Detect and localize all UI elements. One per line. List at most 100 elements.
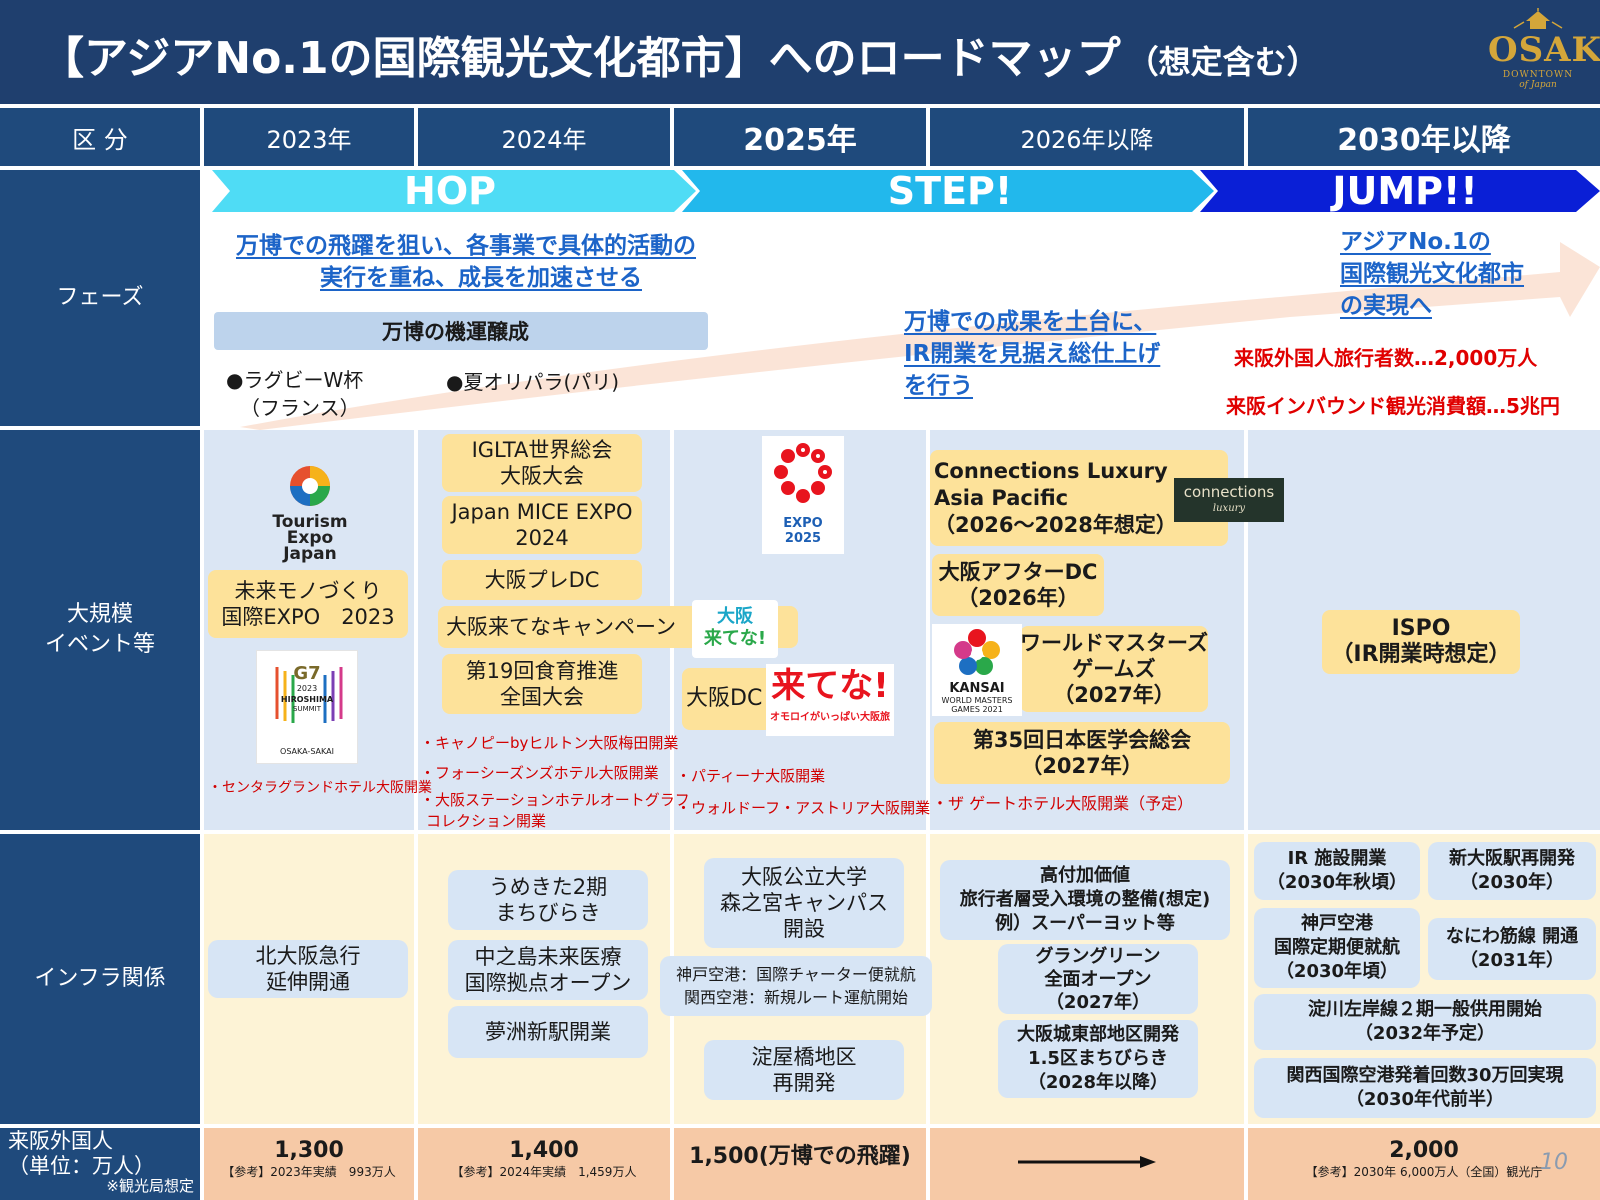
nakanoshima-line1: 中之島未来医療	[474, 945, 622, 969]
nakanoshima-line2: 国際拠点オープン	[464, 971, 632, 995]
osaka-logo: OSAKA DOWNTOWN of Japan	[1488, 8, 1600, 96]
univ-line1: 大阪公立大学	[741, 865, 867, 889]
grand-line2: 全面オープン	[1044, 968, 1152, 990]
event-world-masters: ワールドマスターズ ゲームズ （2027年）	[1020, 626, 1208, 712]
conn-logo-sub: luxury	[1212, 503, 1246, 514]
logo-word: OSAKA	[1488, 30, 1600, 70]
g7-summit: SUMMIT	[293, 705, 321, 713]
kix-line1: 関西国際空港発着回数30万回実現	[1286, 1065, 1564, 1086]
g7-osaka-sakai: OSAKA-SAKAI	[280, 747, 334, 756]
expo-text: EXPO	[783, 516, 823, 531]
step-text-line3: を行う	[904, 373, 973, 399]
visitors-2025-value: 1,500(万博での飛躍)	[689, 1144, 911, 1169]
step-label: STEP!	[887, 169, 1013, 213]
jump-text-line2: 国際観光文化都市	[1340, 261, 1524, 287]
infra-castle-east: 大阪城東部地区開発 1.5区まちびらき （2028年以降）	[998, 1020, 1198, 1098]
header-year-2030: 2030年以降	[1248, 108, 1600, 166]
jump-label: JUMP!!	[1332, 169, 1478, 213]
expo-2025-logo: EXPO 2025	[762, 436, 844, 554]
shokuiku-line1: 第19回食育推進	[465, 659, 619, 683]
infra-naniwasuji: なにわ筋線 開通 （2031年）	[1428, 918, 1596, 980]
title-bar	[0, 0, 1600, 104]
header-year-2023: 2023年	[204, 108, 414, 166]
growth-arrow-icon	[240, 242, 1600, 430]
wmg-line1: ワールドマスターズ	[1020, 631, 1208, 655]
kitena-large-sub: オモロイがいっぱい大阪旅	[770, 712, 890, 723]
visitors-2024-ref: 【参考】2024年実績 1,459万人	[451, 1165, 637, 1179]
infra-nakanoshima: 中之島未来医療 国際拠点オープン	[448, 940, 648, 1000]
kansai-wmg-text: WORLD MASTERS	[941, 696, 1013, 705]
visitors-cell-2024: 1,400 【参考】2024年実績 1,459万人	[418, 1128, 670, 1200]
grand-line3: （2027年）	[1045, 991, 1151, 1013]
row-label-infra: インフラ関係	[0, 834, 200, 1124]
infra-yumeshima: 夢洲新駅開業	[448, 1006, 648, 1058]
rugby-line2: （フランス）	[240, 396, 360, 420]
tourism-expo-japan-logo: Tourism Expo Japan	[258, 462, 362, 564]
rugby-line1: ●ラグビーW杯	[226, 368, 364, 392]
ir-line2: （2030年秋頃）	[1266, 872, 1408, 893]
momentum-bar: 万博の機運醸成	[214, 312, 708, 350]
infra-airports: 神戸空港：国際チャーター便就航 関西空港：新規ルート運航開始	[660, 956, 932, 1016]
kobe-line3: （2030年頃）	[1275, 961, 1399, 982]
kansai-games-text: GAMES 2021	[951, 705, 1003, 714]
g7-text: G7	[293, 663, 321, 684]
event-ispo: ISPO （IR開業時想定）	[1322, 610, 1520, 674]
infra-shin-osaka: 新大阪駅再開発 （2030年）	[1428, 842, 1596, 900]
kobe-line1: 神戸空港	[1301, 913, 1373, 934]
shinosaka-line1: 新大阪駅再開発	[1449, 848, 1575, 869]
yodogawa-line1: 淀川左岸線２期一般供用開始	[1308, 999, 1542, 1020]
infra-grand-green: グラングリーン 全面オープン （2027年）	[998, 944, 1198, 1014]
step-chevron	[682, 170, 1214, 212]
notes-2024-hotels: ・キャノピーbyヒルトン大阪梅田開業 ・フォーシーズンズホテル大阪開業 ・大阪ス…	[420, 728, 690, 830]
castle-line3: （2028年以降）	[1027, 1072, 1169, 1093]
highval-line1: 高付加価値	[1040, 865, 1130, 886]
infra-kitakyu: 北大阪急行 延伸開通	[208, 940, 408, 998]
kansai-text: KANSAI	[949, 681, 1005, 696]
igakkai-line1: 第35回日本医学会総会	[972, 728, 1192, 752]
page-number: 10	[1540, 1150, 1568, 1175]
visitors-2030-ref: 【参考】2030年 6,000万人（全国）観光庁	[1305, 1165, 1543, 1179]
row-label-events: 大規模 イベント等	[0, 430, 200, 830]
kitakyu-line2: 延伸開通	[266, 970, 350, 994]
naniwa-line1: なにわ筋線 開通	[1445, 926, 1579, 947]
infra-ir-opening: IR 施設開業 （2030年秋頃）	[1254, 842, 1420, 900]
grand-line1: グラングリーン	[1035, 945, 1161, 967]
naniwa-line2: （2031年）	[1459, 950, 1565, 971]
umekita-line1: うめきた2期	[488, 875, 608, 899]
header-year-2024: 2024年	[418, 108, 670, 166]
kitena-logo-small: 大阪 来てな!	[692, 600, 778, 658]
event-shokuiku: 第19回食育推進 全国大会	[442, 654, 642, 714]
umekita-line2: まちびらき	[495, 901, 601, 925]
infra-yodoyabashi: 淀屋橋地区 再開発	[704, 1040, 904, 1100]
univ-line2: 森之宮キャンパス	[720, 891, 888, 915]
igakkai-line2: （2027年）	[1021, 754, 1143, 778]
target-spending: 来阪インバウンド観光消費額…5兆円	[1226, 394, 1560, 418]
logo-line2: DOWNTOWN	[1502, 70, 1574, 80]
note-2024-canopy: ・キャノピーbyヒルトン大阪梅田開業	[420, 734, 679, 752]
visitors-2023-ref: 【参考】2023年実績 993万人	[222, 1165, 396, 1179]
ispo-line2: （IR開業時想定）	[1331, 642, 1511, 667]
infra-umekita: うめきた2期 まちびらき	[448, 870, 648, 930]
note-2026-gate-hotel: ・ザ ゲートホテル大阪開業（予定）	[932, 794, 1194, 813]
after-dc-line2: （2026年）	[957, 586, 1079, 610]
infra-kix: 関西国際空港発着回数30万回実現 （2030年代前半）	[1254, 1058, 1596, 1118]
target-visitors: 来阪外国人旅行者数…2,000万人	[1234, 346, 1538, 370]
visitors-cell-2023: 1,300 【参考】2023年実績 993万人	[204, 1128, 414, 1200]
mirai-line2: 国際EXPO 2023	[221, 605, 395, 629]
logo-line3: of Japan	[1519, 80, 1557, 90]
kitakyu-line1: 北大阪急行	[255, 944, 361, 968]
univ-line3: 開設	[783, 917, 825, 941]
note-2025-waldorf: ・ウォルドーフ・アストリア大阪開業	[676, 799, 931, 817]
visitors-2024-value: 1,400	[509, 1138, 579, 1163]
after-dc-line1: 大阪アフターDC	[938, 560, 1098, 584]
kobe-line2: 国際定期便就航	[1274, 937, 1400, 958]
note-2024-station-hotel: ・大阪ステーションホテルオートグラフ	[420, 791, 690, 809]
jump-text-line1: アジアNo.1の	[1340, 229, 1491, 255]
rugby-worldcup: ●ラグビーW杯 （フランス）	[226, 366, 363, 422]
page-title-main: 【アジアNo.1の国際観光文化都市】へのロードマップ	[40, 33, 1121, 84]
event-pre-dc: 大阪プレDC	[442, 560, 642, 600]
tej-line3: Japan	[283, 544, 337, 564]
event-japan-mice-expo: Japan MICE EXPO 2024	[442, 496, 642, 554]
wmg-line2: ゲームズ	[1072, 657, 1156, 681]
header-year-2026: 2026年以降	[930, 108, 1244, 166]
